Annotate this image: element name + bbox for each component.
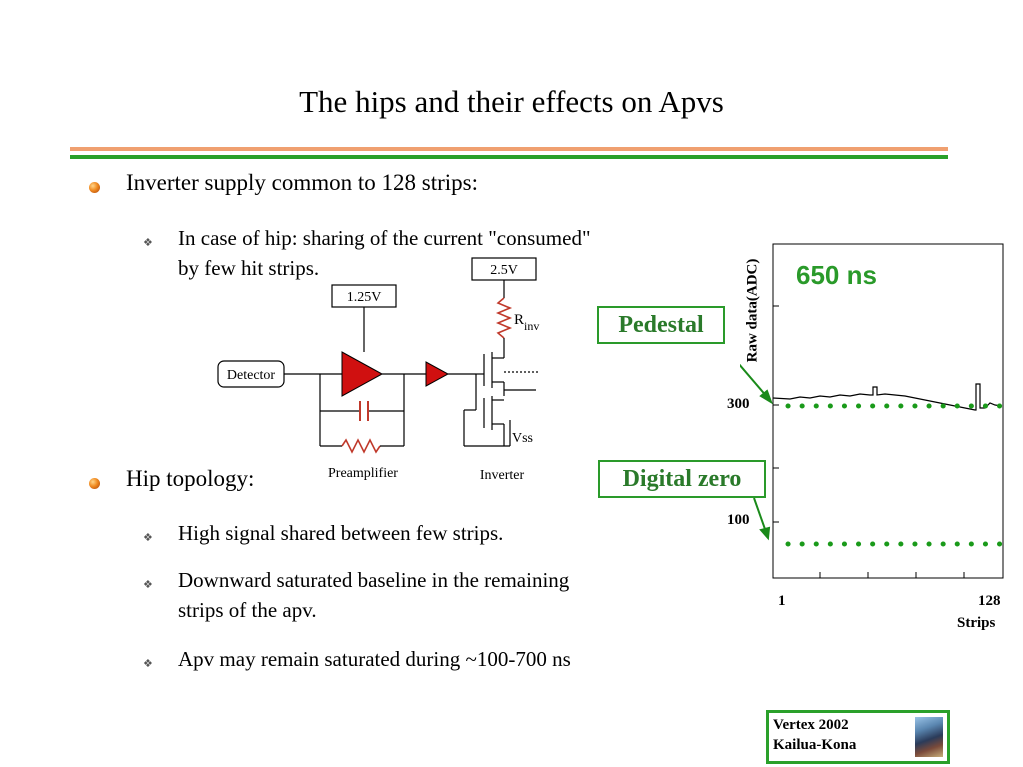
v125-label: 1.25V	[347, 290, 382, 305]
diamond-bullet-icon: ❖	[143, 531, 153, 544]
detector-label: Detector	[227, 368, 276, 383]
bullet-icon	[89, 182, 100, 193]
conference-name: Vertex 2002	[773, 717, 849, 733]
bullet-icon	[89, 478, 100, 489]
y-tick-300: 300	[727, 396, 750, 412]
y-tick-100: 100	[727, 512, 750, 528]
rinv-label: R	[514, 312, 524, 328]
sub-bullet-text: In case of hip: sharing of the current "…	[178, 223, 591, 283]
sub-bullet-text: High signal shared between few strips.	[178, 518, 503, 548]
inverter-triangle	[425, 361, 450, 387]
conference-badge: Vertex 2002 Kailua-Kona	[766, 710, 950, 764]
sub-bullet-text: Downward saturated baseline in the remai…	[178, 565, 569, 625]
conference-location: Kailua-Kona	[773, 737, 857, 753]
x-tick-128: 128	[978, 593, 1001, 609]
digital-zero-callout: Digital zero	[598, 460, 766, 498]
sub-bullet-line: Apv may remain saturated during ~100-700…	[178, 647, 571, 671]
pedestal-callout: Pedestal	[597, 306, 725, 344]
bullet-text: Inverter supply common to 128 strips:	[126, 170, 478, 195]
x-tick-1: 1	[778, 593, 786, 609]
preamplifier-label: Preamplifier	[328, 466, 398, 481]
y-axis-label: Raw data(ADC)	[744, 258, 761, 363]
vss-label: Vss	[512, 431, 533, 446]
preamplifier-triangle	[341, 351, 384, 397]
sub-bullet-line: by few hit strips.	[178, 256, 320, 280]
rinv-sub-label: inv	[524, 319, 539, 333]
diamond-bullet-icon: ❖	[143, 236, 153, 249]
bullet-text: Hip topology:	[126, 466, 255, 491]
inverter-label: Inverter	[480, 468, 525, 483]
v25-label: 2.5V	[490, 263, 518, 278]
sub-bullet-text: Apv may remain saturated during ~100-700…	[178, 644, 571, 674]
circuit-diagram: Detector 1.25V 2.5V R inv Vss Preamplifi…	[217, 257, 540, 483]
title-rule-orange	[70, 147, 948, 151]
raw-data-trace	[772, 383, 1003, 411]
sub-bullet-line: strips of the apv.	[178, 598, 317, 622]
plot-title: 650 ns	[796, 260, 877, 290]
x-axis-label: Strips	[957, 615, 996, 631]
raw-data-plot	[740, 243, 1005, 579]
diamond-bullet-icon: ❖	[143, 578, 153, 591]
sub-bullet-line: Downward saturated baseline in the remai…	[178, 568, 570, 592]
conference-logo-image	[915, 717, 943, 757]
sub-bullet-line: High signal shared between few strips.	[178, 521, 504, 545]
plot-frame	[772, 243, 1004, 579]
sub-bullet-line: In case of hip: sharing of the current "…	[178, 226, 591, 250]
title-rule-green	[70, 155, 948, 159]
slide-title: The hips and their effects on Apvs	[299, 84, 724, 119]
diamond-bullet-icon: ❖	[143, 657, 153, 670]
